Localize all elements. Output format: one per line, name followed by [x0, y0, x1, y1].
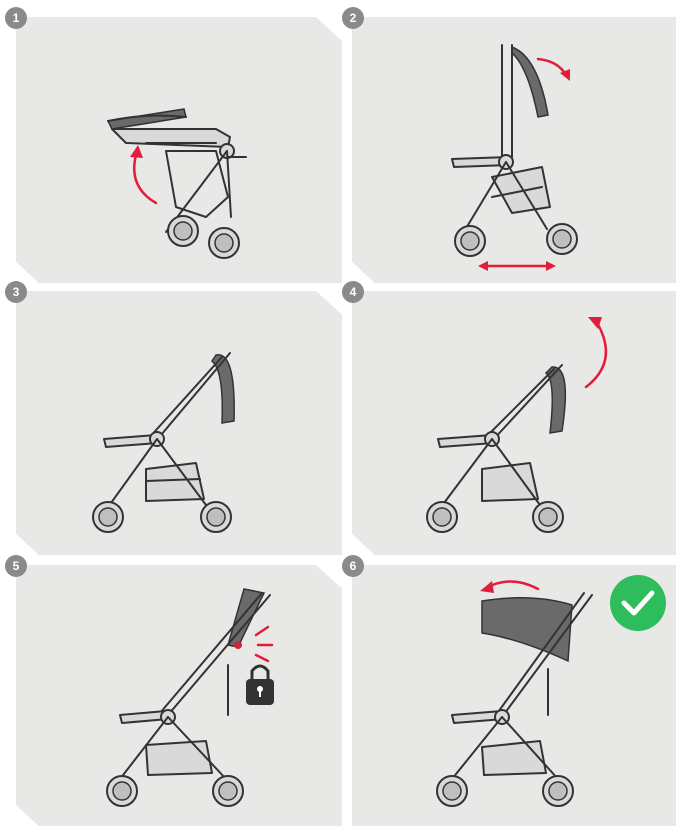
step-6-panel	[352, 565, 676, 826]
step-badge-3: 3	[5, 281, 27, 303]
step-1-panel	[16, 17, 342, 283]
step-5-panel	[16, 565, 342, 826]
up-arrow-icon	[16, 17, 342, 283]
step-badge-2: 2	[342, 7, 364, 29]
step-3-panel	[16, 291, 342, 555]
double-arrow-icon	[352, 17, 676, 283]
step-badge-6: 6	[342, 555, 364, 577]
rotate-arrow-icon	[352, 291, 676, 555]
lock-icon	[16, 565, 342, 826]
step-badge-5: 5	[5, 555, 27, 577]
stroller-unfolded-illustration	[16, 291, 342, 555]
step-badge-4: 4	[342, 281, 364, 303]
step-2-panel	[352, 17, 676, 283]
checkmark-icon	[352, 565, 676, 826]
step-4-panel	[352, 291, 676, 555]
step-badge-1: 1	[5, 7, 27, 29]
